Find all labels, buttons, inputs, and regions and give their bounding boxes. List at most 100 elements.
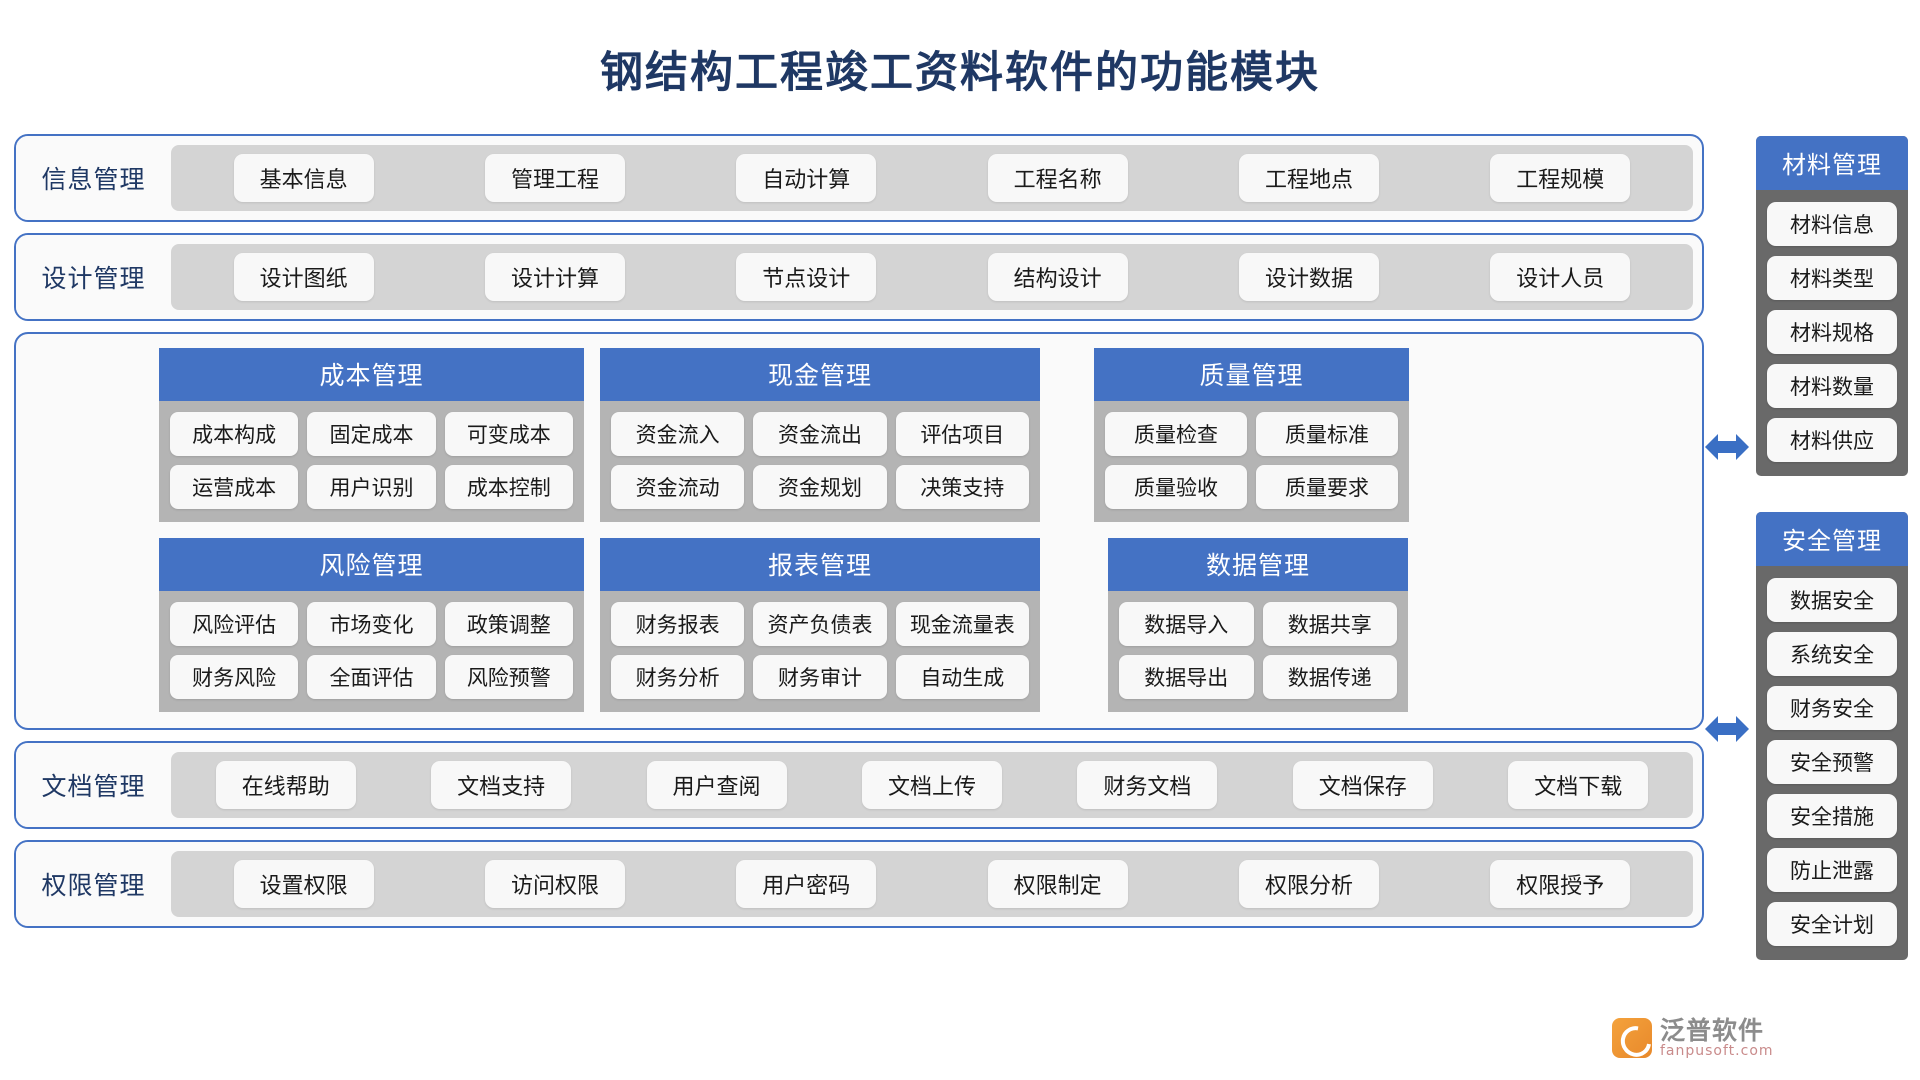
panel-head-risk: 风险管理 — [159, 538, 584, 591]
cell-risk-4[interactable]: 财务风险 — [170, 655, 299, 699]
cell-report-4[interactable]: 财务分析 — [611, 655, 745, 699]
sidebar-item-material-3[interactable]: 材料规格 — [1767, 310, 1897, 354]
pill-info-4[interactable]: 工程名称 — [987, 154, 1128, 202]
pill-design-1[interactable]: 设计图纸 — [233, 253, 374, 301]
panel-cost: 成本管理 成本构成 固定成本 可变成本 运营成本 用户识别 成本控制 — [159, 348, 584, 522]
cell-report-1[interactable]: 财务报表 — [611, 602, 745, 646]
panel-line: 资金流动 资金规划 决策支持 — [611, 465, 1029, 509]
cell-cost-3[interactable]: 可变成本 — [444, 412, 573, 456]
pill-info-5[interactable]: 工程地点 — [1238, 154, 1379, 202]
band-strip-info: 基本信息 管理工程 自动计算 工程名称 工程地点 工程规模 — [171, 145, 1693, 211]
double-arrow-icon-bottom — [1705, 716, 1749, 742]
cell-cash-4[interactable]: 资金流动 — [611, 465, 745, 509]
cell-risk-6[interactable]: 风险预警 — [444, 655, 573, 699]
pill-info-6[interactable]: 工程规模 — [1490, 154, 1631, 202]
pill-perm-3[interactable]: 用户密码 — [736, 860, 877, 908]
sidebar-material-list: 材料信息 材料类型 材料规格 材料数量 材料供应 — [1756, 190, 1908, 462]
panel-line: 数据导出 数据传递 — [1119, 655, 1397, 699]
cell-report-3[interactable]: 现金流量表 — [895, 602, 1029, 646]
sidebar-item-safety-7[interactable]: 安全计划 — [1767, 902, 1897, 946]
sidebar-safety-inner: 安全管理 数据安全 系统安全 财务安全 安全预警 安全措施 防止泄露 安全计划 — [1756, 512, 1908, 960]
pill-design-4[interactable]: 结构设计 — [987, 253, 1128, 301]
pill-perm-1[interactable]: 设置权限 — [233, 860, 374, 908]
sidebar-material-inner: 材料管理 材料信息 材料类型 材料规格 材料数量 材料供应 — [1756, 136, 1908, 476]
cell-quality-4[interactable]: 质量要求 — [1256, 465, 1398, 509]
cell-data-1[interactable]: 数据导入 — [1119, 602, 1254, 646]
cell-cash-3[interactable]: 评估项目 — [895, 412, 1029, 456]
watermark: 泛普软件 fanpusoft.com — [1612, 1017, 1774, 1059]
cell-cost-6[interactable]: 成本控制 — [444, 465, 573, 509]
cell-cost-2[interactable]: 固定成本 — [307, 412, 436, 456]
pill-perm-2[interactable]: 访问权限 — [484, 860, 625, 908]
band-label-design: 设计管理 — [16, 235, 171, 319]
panel-row-top: 成本管理 成本构成 固定成本 可变成本 运营成本 用户识别 成本控制 — [34, 348, 1684, 522]
band-permission: 权限管理 设置权限 访问权限 用户密码 权限制定 权限分析 权限授予 — [14, 840, 1704, 928]
band-strip-design: 设计图纸 设计计算 节点设计 结构设计 设计数据 设计人员 — [171, 244, 1693, 310]
panel-data: 数据管理 数据导入 数据共享 数据导出 数据传递 — [1108, 538, 1408, 712]
cell-risk-3[interactable]: 政策调整 — [444, 602, 573, 646]
pill-doc-2[interactable]: 文档支持 — [431, 761, 572, 809]
cell-cost-5[interactable]: 用户识别 — [307, 465, 436, 509]
sidebar-item-safety-3[interactable]: 财务安全 — [1767, 686, 1897, 730]
panel-line: 质量验收 质量要求 — [1105, 465, 1398, 509]
panel-line: 财务报表 资产负债表 现金流量表 — [611, 602, 1029, 646]
pill-design-3[interactable]: 节点设计 — [736, 253, 877, 301]
pill-doc-5[interactable]: 财务文档 — [1077, 761, 1218, 809]
pill-design-6[interactable]: 设计人员 — [1490, 253, 1631, 301]
sidebar-material-header: 材料管理 — [1756, 136, 1908, 190]
panel-head-report: 报表管理 — [600, 538, 1040, 591]
sidebar-item-material-1[interactable]: 材料信息 — [1767, 202, 1897, 246]
sidebar-item-material-5[interactable]: 材料供应 — [1767, 418, 1897, 462]
sidebar-item-safety-5[interactable]: 安全措施 — [1767, 794, 1897, 838]
sidebar-item-safety-6[interactable]: 防止泄露 — [1767, 848, 1897, 892]
main-column: 信息管理 基本信息 管理工程 自动计算 工程名称 工程地点 工程规模 设计管理 … — [14, 134, 1704, 939]
band-strip-permission: 设置权限 访问权限 用户密码 权限制定 权限分析 权限授予 — [171, 851, 1693, 917]
pill-design-5[interactable]: 设计数据 — [1238, 253, 1379, 301]
cell-cash-1[interactable]: 资金流入 — [611, 412, 745, 456]
sidebar-item-material-4[interactable]: 材料数量 — [1767, 364, 1897, 408]
pill-info-3[interactable]: 自动计算 — [736, 154, 877, 202]
panel-line: 财务风险 全面评估 风险预警 — [170, 655, 573, 699]
pill-doc-4[interactable]: 文档上传 — [861, 761, 1002, 809]
pill-doc-6[interactable]: 文档保存 — [1292, 761, 1433, 809]
cell-cost-4[interactable]: 运营成本 — [170, 465, 299, 509]
cell-report-6[interactable]: 自动生成 — [895, 655, 1029, 699]
cell-cost-1[interactable]: 成本构成 — [170, 412, 299, 456]
cell-quality-2[interactable]: 质量标准 — [1256, 412, 1398, 456]
sidebar-item-safety-4[interactable]: 安全预警 — [1767, 740, 1897, 784]
pill-perm-4[interactable]: 权限制定 — [987, 860, 1128, 908]
sidebar-item-material-2[interactable]: 材料类型 — [1767, 256, 1897, 300]
cell-cash-5[interactable]: 资金规划 — [753, 465, 887, 509]
sidebar-item-safety-1[interactable]: 数据安全 — [1767, 578, 1897, 622]
band-label-info: 信息管理 — [16, 136, 171, 220]
cell-cash-2[interactable]: 资金流出 — [753, 412, 887, 456]
watermark-text: 泛普软件 fanpusoft.com — [1660, 1017, 1774, 1059]
cell-cash-6[interactable]: 决策支持 — [895, 465, 1029, 509]
cell-risk-5[interactable]: 全面评估 — [307, 655, 436, 699]
double-arrow-icon-top — [1705, 434, 1749, 460]
cell-risk-2[interactable]: 市场变化 — [307, 602, 436, 646]
sidebar-item-safety-2[interactable]: 系统安全 — [1767, 632, 1897, 676]
panel-risk: 风险管理 风险评估 市场变化 政策调整 财务风险 全面评估 风险预警 — [159, 538, 584, 712]
panel-line: 数据导入 数据共享 — [1119, 602, 1397, 646]
pill-perm-5[interactable]: 权限分析 — [1238, 860, 1379, 908]
panel-line: 风险评估 市场变化 政策调整 — [170, 602, 573, 646]
cell-quality-3[interactable]: 质量验收 — [1105, 465, 1247, 509]
panel-line: 成本构成 固定成本 可变成本 — [170, 412, 573, 456]
cell-data-3[interactable]: 数据导出 — [1119, 655, 1254, 699]
cell-data-4[interactable]: 数据传递 — [1262, 655, 1397, 699]
cell-report-5[interactable]: 财务审计 — [753, 655, 887, 699]
pill-perm-6[interactable]: 权限授予 — [1490, 860, 1631, 908]
sidebar-safety-header: 安全管理 — [1756, 512, 1908, 566]
cell-report-2[interactable]: 资产负债表 — [753, 602, 887, 646]
pill-info-1[interactable]: 基本信息 — [233, 154, 374, 202]
cell-quality-1[interactable]: 质量检查 — [1105, 412, 1247, 456]
pill-info-2[interactable]: 管理工程 — [484, 154, 625, 202]
pill-doc-3[interactable]: 用户查阅 — [646, 761, 787, 809]
pill-doc-7[interactable]: 文档下载 — [1508, 761, 1649, 809]
cell-risk-1[interactable]: 风险评估 — [170, 602, 299, 646]
pill-doc-1[interactable]: 在线帮助 — [215, 761, 356, 809]
panel-body-quality: 质量检查 质量标准 质量验收 质量要求 — [1094, 401, 1409, 522]
pill-design-2[interactable]: 设计计算 — [484, 253, 625, 301]
cell-data-2[interactable]: 数据共享 — [1262, 602, 1397, 646]
